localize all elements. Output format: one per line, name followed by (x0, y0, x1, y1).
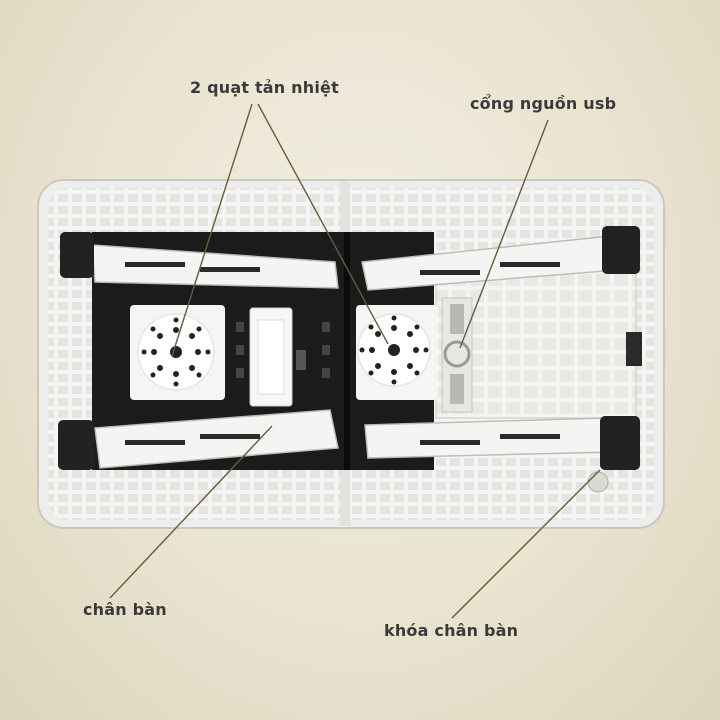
label-usb-port: cổng nguồn usb (470, 94, 617, 113)
cooling-fan-left (130, 305, 225, 400)
table-leg-top-right (361, 226, 640, 291)
label-fans: 2 quạt tản nhiệt (190, 78, 339, 97)
table-leg-bottom-left (58, 409, 339, 470)
usb-storage-area (435, 261, 642, 419)
label-leg-lock: khóa chân bàn (384, 621, 519, 640)
cooling-fan-right (356, 305, 438, 400)
center-bracket (249, 307, 293, 407)
leader-lines (109, 103, 601, 619)
table-leg-top-left (60, 232, 339, 289)
label-table-legs: chân bàn (83, 600, 167, 619)
